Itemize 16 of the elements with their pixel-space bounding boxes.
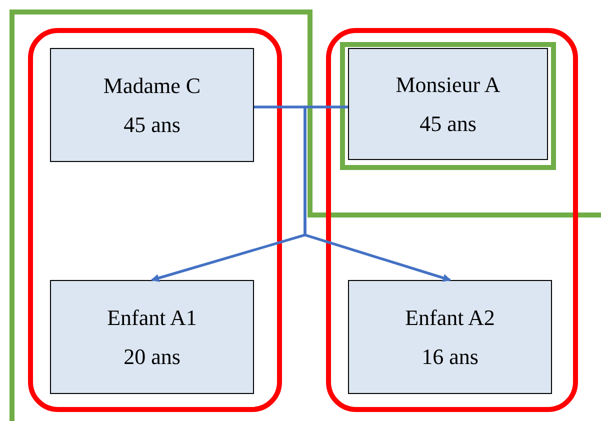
person-box xyxy=(348,280,552,394)
person-text: 45 ans xyxy=(124,111,180,138)
arrow xyxy=(304,106,451,282)
person-box xyxy=(50,48,254,162)
person-text: Monsieur A xyxy=(396,70,500,98)
person-box xyxy=(50,280,254,394)
person-text: 16 ans xyxy=(422,343,478,370)
person-box xyxy=(348,48,548,160)
person-text: Enfant A2 xyxy=(405,304,495,331)
highlight-frame xyxy=(340,42,556,170)
person-text: 20 ans xyxy=(124,343,180,370)
person-text: 45 ans xyxy=(420,110,476,138)
person-text: Madame C xyxy=(103,72,201,99)
person-text: Enfant A1 xyxy=(107,304,197,331)
group-outline xyxy=(326,28,578,412)
group-outline xyxy=(28,28,282,412)
